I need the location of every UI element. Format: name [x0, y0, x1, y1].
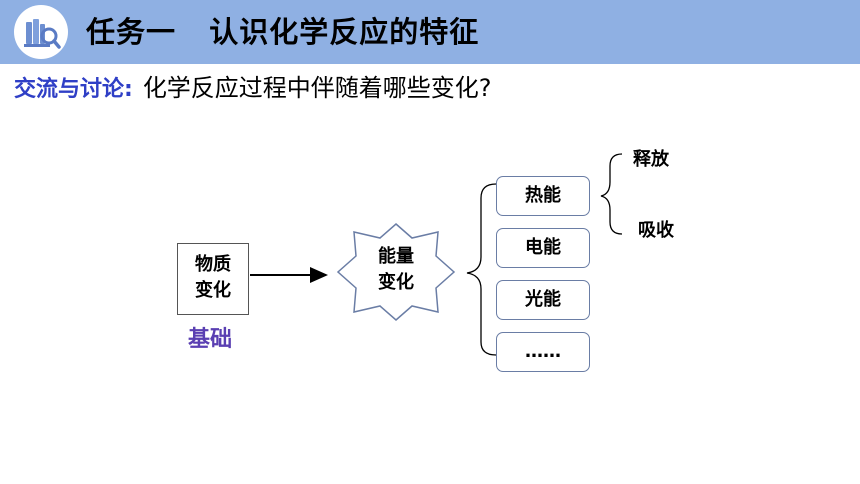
matter-change-box: 物质 变化	[177, 243, 249, 315]
energy-change-label: 能量 变化	[336, 244, 456, 296]
heat-release-label: 释放	[633, 149, 669, 170]
page-title: 任务一 认识化学反应的特征	[86, 15, 480, 49]
matter-change-line-2: 变化	[195, 280, 231, 301]
brace-heat-branches	[600, 153, 623, 235]
discussion-line: 交流与讨论: 化学反应过程中伴随着哪些变化?	[14, 70, 492, 106]
energy-type-heat: 热能	[496, 176, 590, 216]
matter-change-line-1: 物质	[195, 254, 231, 275]
discussion-label: 交流与讨论:	[14, 77, 133, 102]
energy-change-line-2: 变化	[378, 272, 414, 293]
energy-type-more: ……	[496, 332, 590, 372]
discussion-question: 化学反应过程中伴随着哪些变化?	[142, 74, 492, 102]
energy-type-light: 光能	[496, 280, 590, 320]
brace-energy-types	[466, 183, 497, 356]
heat-absorb-label: 吸收	[638, 220, 674, 241]
basis-label: 基础	[188, 327, 233, 352]
energy-change-line-1: 能量	[378, 246, 414, 267]
header-bar: 任务一 认识化学反应的特征	[0, 0, 860, 64]
books-magnifier-icon	[14, 5, 68, 59]
energy-type-electric: 电能	[496, 228, 590, 268]
energy-change-star	[336, 222, 456, 322]
